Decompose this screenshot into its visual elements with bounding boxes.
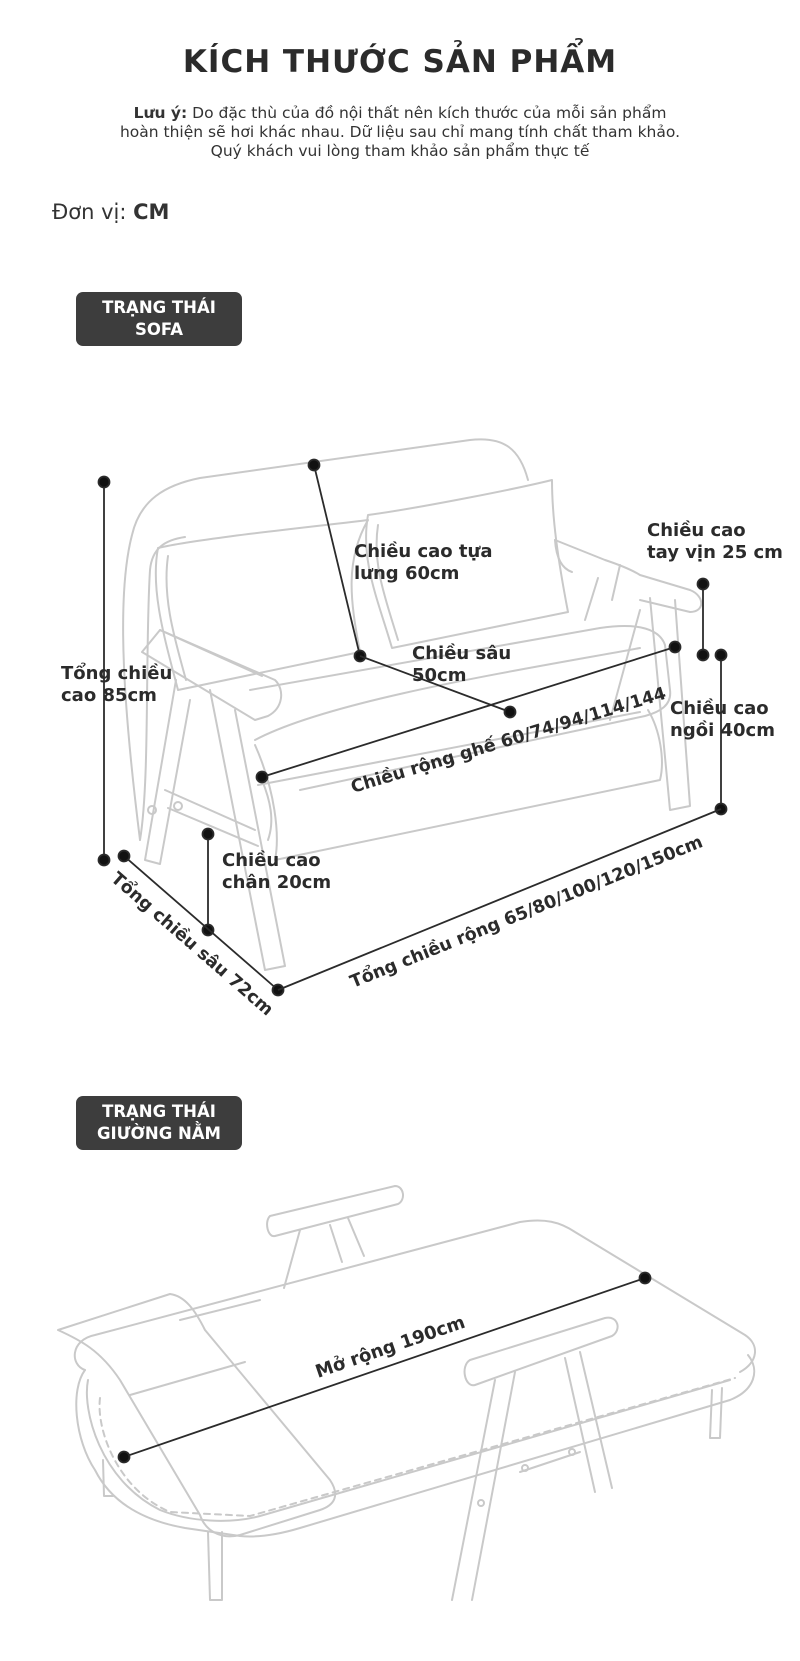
dimension-point xyxy=(668,640,682,654)
label-leg-height-1: Chiều cao xyxy=(222,850,321,871)
label-back-height-1: Chiều cao tựa xyxy=(354,541,493,562)
badge-bed-line-2: GIƯỜNG NẰM xyxy=(97,1124,221,1143)
dimension-point xyxy=(97,475,111,489)
dimension-point xyxy=(638,1271,652,1285)
badge-sofa-line-2: SOFA xyxy=(134,320,184,339)
label-seat-height-1: Chiều cao xyxy=(670,698,769,719)
label-total-height-1: Tổng chiều xyxy=(61,662,172,684)
label-total-width: Tổng chiều rộng 65/80/100/120/150cm xyxy=(347,830,706,992)
dimension-point xyxy=(307,458,321,472)
badge-sofa-line-1: TRẠNG THÁI xyxy=(102,298,216,317)
label-armrest-height-2: tay vịn 25 cm xyxy=(647,542,783,563)
unit-value: CM xyxy=(133,200,170,224)
label-seat-height-2: ngồi 40cm xyxy=(670,720,775,741)
label-back-height-2: lưng 60cm xyxy=(354,563,459,584)
label-leg-height-2: chân 20cm xyxy=(222,872,331,893)
badge-bed-state: TRẠNG THÁI GIƯỜNG NẰM xyxy=(76,1096,242,1150)
dimension-point xyxy=(255,770,269,784)
disclaimer-note: Lưu ý: Do đặc thù của đồ nội thất nên kí… xyxy=(0,104,800,161)
dimension-point xyxy=(696,648,710,662)
note-line-2: hoàn thiện sẽ hơi khác nhau. Dữ liệu sau… xyxy=(119,123,681,141)
dimension-point xyxy=(97,853,111,867)
sofa-illustration xyxy=(122,438,703,971)
dimension-point xyxy=(696,577,710,591)
note-line-1: Do đặc thù của đồ nội thất nên kích thướ… xyxy=(192,104,667,122)
sofa-bed-illustration xyxy=(57,1185,756,1601)
dimension-point xyxy=(117,849,131,863)
sofa-dimension-lines xyxy=(97,458,728,997)
note-line-3: Quý khách vui lòng tham khảo sản phẩm th… xyxy=(210,142,590,160)
unit-label: Đơn vị: CM xyxy=(52,200,169,224)
label-armrest-height-1: Chiều cao xyxy=(647,520,746,541)
dimension-point xyxy=(201,827,215,841)
label-total-height-2: cao 85cm xyxy=(61,685,157,706)
dimension-point xyxy=(714,648,728,662)
dimension-point xyxy=(503,705,517,719)
bed-dimension-lines xyxy=(117,1271,652,1464)
page-title: KÍCH THƯỚC SẢN PHẨM xyxy=(182,44,618,80)
badge-bed-line-1: TRẠNG THÁI xyxy=(102,1102,216,1121)
label-depth-2: 50cm xyxy=(412,665,466,686)
unit-label-text: Đơn vị: xyxy=(52,200,127,224)
badge-sofa-state: TRẠNG THÁI SOFA xyxy=(76,292,242,346)
dimension-point xyxy=(117,1450,131,1464)
note-label: Lưu ý: xyxy=(133,104,188,122)
label-depth-1: Chiều sâu xyxy=(412,643,511,664)
